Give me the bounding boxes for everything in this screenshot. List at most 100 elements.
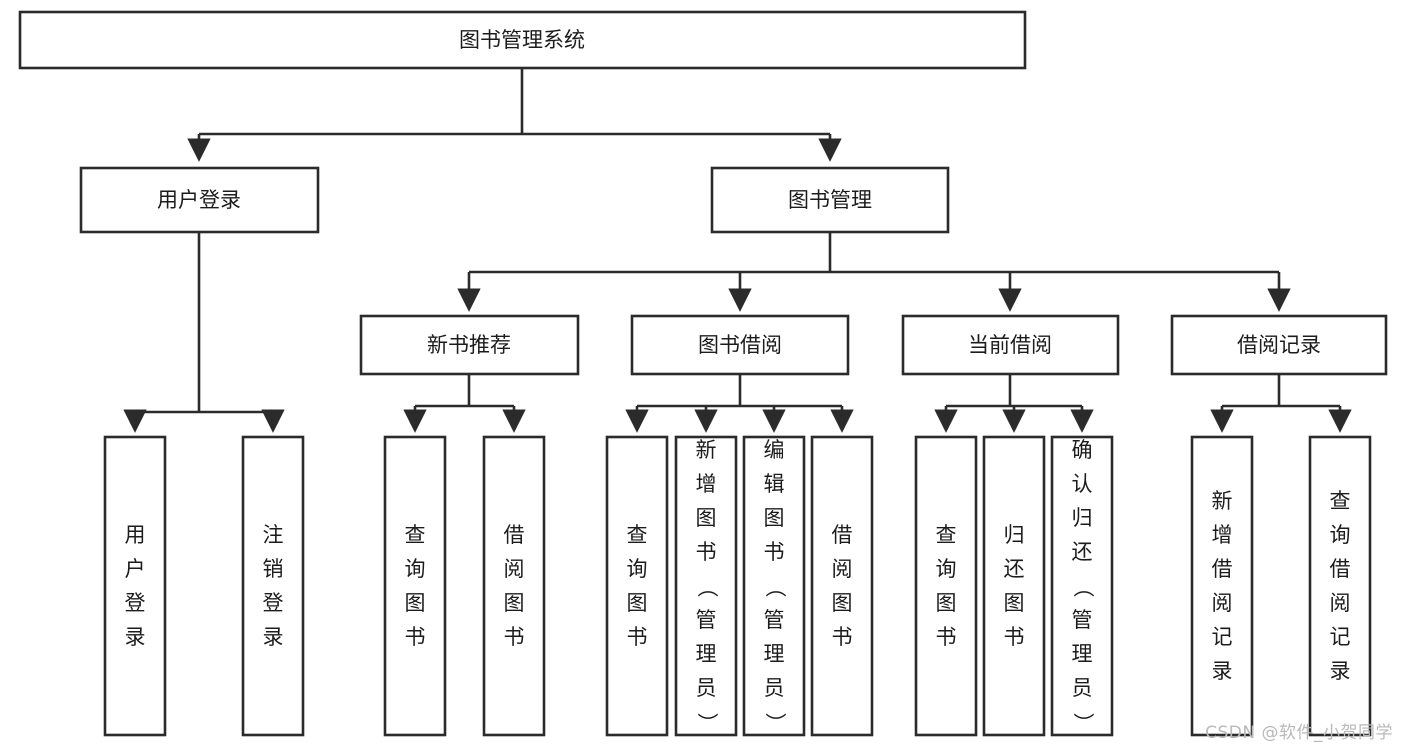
leaf-label-char: 确 <box>1072 438 1093 462</box>
leaf-label-char: 阅 <box>832 557 853 581</box>
leaf-box-edit-book[interactable] <box>742 435 806 737</box>
leaf-label-char: 阅 <box>1212 591 1233 615</box>
leaf-label-char: 理 <box>764 642 785 666</box>
leaf-label-char: 录 <box>263 625 284 649</box>
leaf-label-char: 借 <box>504 523 525 547</box>
leaf-label-char: 借 <box>1330 557 1351 581</box>
node-root-label: 图书管理系统 <box>459 28 585 52</box>
csdn-watermark: CSDN @软件_小贺同学 <box>1205 723 1393 743</box>
leaf-box-user-login[interactable] <box>103 435 167 737</box>
leaf-label-char: 理 <box>696 642 717 666</box>
leaf-label-char: 询 <box>936 557 957 581</box>
leaf-label-char: 阅 <box>1330 591 1351 615</box>
leaf-label-char: 阅 <box>504 557 525 581</box>
leaf-label-char: 图 <box>764 506 785 530</box>
leaf-label-char: 还 <box>1072 540 1093 564</box>
leaf-label-char: 借 <box>832 523 853 547</box>
leaf-label-char: 书 <box>764 540 785 564</box>
node-new-book-recommend-box[interactable] <box>359 314 580 376</box>
node-user-login-label: 用户登录 <box>157 188 241 212</box>
leaf-label-char: 书 <box>832 625 853 649</box>
leaf-label-char: 新 <box>696 438 717 462</box>
leaf-label-char: 用 <box>125 523 146 547</box>
node-new-book-recommend[interactable]: 新书推荐 <box>359 314 580 376</box>
leaf-box-query-record[interactable] <box>1308 435 1372 737</box>
node-new-book-recommend-label: 新书推荐 <box>427 333 511 357</box>
leaf-box-borrow-book[interactable] <box>810 435 874 737</box>
node-book-management[interactable]: 图书管理 <box>710 166 950 234</box>
node-root[interactable]: 图书管理系统 <box>18 10 1027 70</box>
node-user-login[interactable]: 用户登录 <box>79 166 320 234</box>
leaf-label-char: 登 <box>125 591 146 615</box>
leaf-layer <box>103 435 1372 737</box>
leaf-box-query-book-current[interactable] <box>914 435 978 737</box>
node-borrow-records-box[interactable] <box>1170 314 1388 376</box>
leaf-label-char: 销 <box>263 557 284 581</box>
leaf-label-char: ） <box>695 713 719 734</box>
leaf-label-char: 编 <box>764 438 785 462</box>
node-book-borrow-box[interactable] <box>630 314 850 376</box>
leaf-box-confirm-return[interactable] <box>1050 435 1114 737</box>
node-current-borrow-label: 当前借阅 <box>968 333 1052 357</box>
leaf-label-char: ） <box>763 713 787 734</box>
node-book-borrow-label: 图书借阅 <box>698 333 782 357</box>
leaf-box-user-logout[interactable] <box>241 435 305 737</box>
node-borrow-records[interactable]: 借阅记录 <box>1170 314 1388 376</box>
leaf-label-char: 新 <box>1212 489 1233 513</box>
leaf-label-char: 管 <box>696 608 717 632</box>
leaf-label-char: 查 <box>1330 489 1351 513</box>
leaf-label-char: 记 <box>1330 625 1351 649</box>
leaf-label-char: 录 <box>1212 659 1233 683</box>
leaf-label-char: 询 <box>627 557 648 581</box>
leaf-label-char: 注 <box>263 523 284 547</box>
leaf-label-char: 户 <box>125 557 146 581</box>
leaf-label-char: 录 <box>125 625 146 649</box>
leaf-box-add-book[interactable] <box>674 435 738 737</box>
leaf-label-char: 管 <box>764 608 785 632</box>
node-current-borrow-box[interactable] <box>901 314 1120 376</box>
leaf-label-char: ） <box>1071 713 1095 734</box>
leaf-label-leaf-user-login: 用户登录 <box>125 523 146 649</box>
leaf-box-add-record[interactable] <box>1190 435 1254 737</box>
leaf-label-char: 认 <box>1072 472 1093 496</box>
leaf-box-return-book[interactable] <box>982 435 1046 737</box>
leaf-box-query-book-borrow[interactable] <box>605 435 669 737</box>
node-user-login-box[interactable] <box>79 166 320 234</box>
node-book-management-label: 图书管理 <box>788 188 872 212</box>
leaf-box-borrow-book-rec[interactable] <box>482 435 546 737</box>
leaf-label-char: 询 <box>1330 523 1351 547</box>
leaf-label-char: 归 <box>1072 506 1093 530</box>
node-book-management-box[interactable] <box>710 166 950 234</box>
leaf-label-char: 员 <box>696 676 717 700</box>
leaf-label-char: 登 <box>263 591 284 615</box>
leaf-label-char: 书 <box>504 625 525 649</box>
node-book-borrow[interactable]: 图书借阅 <box>630 314 850 376</box>
node-current-borrow[interactable]: 当前借阅 <box>901 314 1120 376</box>
leaf-label-char: 书 <box>1004 625 1025 649</box>
leaf-label-char: 书 <box>936 625 957 649</box>
leaf-label-char: 增 <box>1212 523 1233 547</box>
leaf-label-char: 辑 <box>764 472 785 496</box>
leaf-label-char: 书 <box>405 625 426 649</box>
node-root-box[interactable] <box>18 10 1027 70</box>
leaf-label-char: 询 <box>405 557 426 581</box>
leaf-label-char: 书 <box>696 540 717 564</box>
leaf-label-char: 查 <box>936 523 957 547</box>
leaf-label-char: 员 <box>1072 676 1093 700</box>
leaf-label-char: 录 <box>1330 659 1351 683</box>
leaf-label-char: 查 <box>405 523 426 547</box>
leaf-label-char: 图 <box>696 506 717 530</box>
leaf-label-layer: 用户登录注销登录查询图书借阅图书查询图书新增图书（管理员）编辑图书（管理员）借阅… <box>125 438 1351 734</box>
leaf-label-char: 员 <box>764 676 785 700</box>
leaf-box-query-book-rec[interactable] <box>383 435 447 737</box>
